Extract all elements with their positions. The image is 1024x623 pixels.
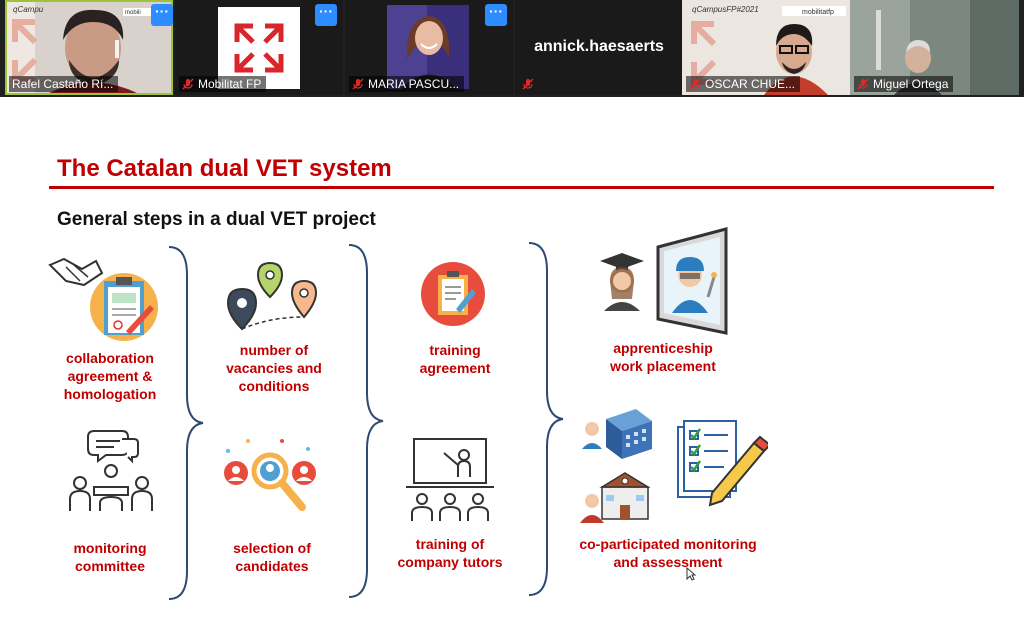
svg-text:mobilitatfp: mobilitatfp <box>802 9 834 16</box>
slide-title: The Catalan dual VET system <box>57 155 392 182</box>
mic-muted-icon <box>689 78 701 90</box>
step-training-tutors: training of company tutors <box>397 536 503 570</box>
step-training-agreement: training agreement <box>419 342 491 376</box>
step-monitoring-committee: monitoring committee <box>73 540 147 574</box>
agreement-handshake-icon <box>48 257 158 341</box>
participant-name: OSCAR CHUE... <box>686 76 801 92</box>
svg-text:mobili: mobili <box>125 10 141 16</box>
participant-tile-3[interactable]: ··· MARIA PASCU... <box>345 0 513 95</box>
clipboard-agreement-icon <box>421 262 485 326</box>
mouse-cursor-icon <box>686 567 696 581</box>
mic-muted-icon <box>182 78 194 90</box>
apprenticeship-graduate-worker-icon <box>600 227 728 335</box>
mic-muted-icon <box>522 78 534 90</box>
right-brace-3 <box>528 242 564 596</box>
candidate-search-icon <box>224 439 316 511</box>
participant-name: MARIA PASCU... <box>349 76 465 92</box>
participant-tile-4[interactable]: annick.haesaerts <box>515 0 683 95</box>
step-vacancies: number of vacancies and conditions <box>226 342 322 394</box>
mic-muted-icon <box>857 78 869 90</box>
participant-tile-5[interactable]: qCampusFP#2021 mobilitatfp OSCAR CHUE... <box>682 0 850 95</box>
participant-tile-1[interactable]: qCampu mobili ··· Rafel Castaño Rí... <box>5 0 173 95</box>
participant-tile-2[interactable]: ··· Mobilitat FP <box>175 0 343 95</box>
participant-tile-6[interactable]: Miguel Ortega <box>850 0 1019 95</box>
participant-display-name: annick.haesaerts <box>534 38 664 55</box>
step-apprenticeship: apprenticeship work placement <box>610 340 716 374</box>
more-options-button[interactable]: ··· <box>151 4 173 26</box>
participant-name: Rafel Castaño Rí... <box>9 76 119 92</box>
step-collaboration: collaboration agreement & homologation <box>63 350 157 402</box>
title-divider <box>49 186 994 189</box>
participant-name: Mobilitat FP <box>179 76 267 92</box>
meeting-committee-icon <box>69 430 153 511</box>
location-pins-icon <box>226 261 318 331</box>
step-selection: selection of candidates <box>233 540 311 574</box>
right-brace-2 <box>348 244 384 598</box>
right-brace-1 <box>168 246 204 600</box>
monitoring-assessment-icon <box>580 409 768 523</box>
mobilitat-logo-icon <box>234 23 284 73</box>
more-options-button[interactable]: ··· <box>315 4 337 26</box>
participant-strip: qCampu mobili ··· Rafel Castaño Rí... ··… <box>0 0 1024 97</box>
participant-name <box>519 76 539 92</box>
classroom-training-icon <box>406 438 494 521</box>
more-options-button[interactable]: ··· <box>485 4 507 26</box>
mic-muted-icon <box>352 78 364 90</box>
step-coparticipated: co-participated monitoring and assessmen… <box>579 536 757 570</box>
shared-slide: The Catalan dual VET system General step… <box>0 97 1024 623</box>
brand-logo-right: qCampusFP#2021 <box>692 5 759 14</box>
participant-name: Miguel Ortega <box>854 76 954 92</box>
slide-subtitle: General steps in a dual VET project <box>57 209 376 230</box>
brand-logo-left: qCampu <box>13 5 44 14</box>
